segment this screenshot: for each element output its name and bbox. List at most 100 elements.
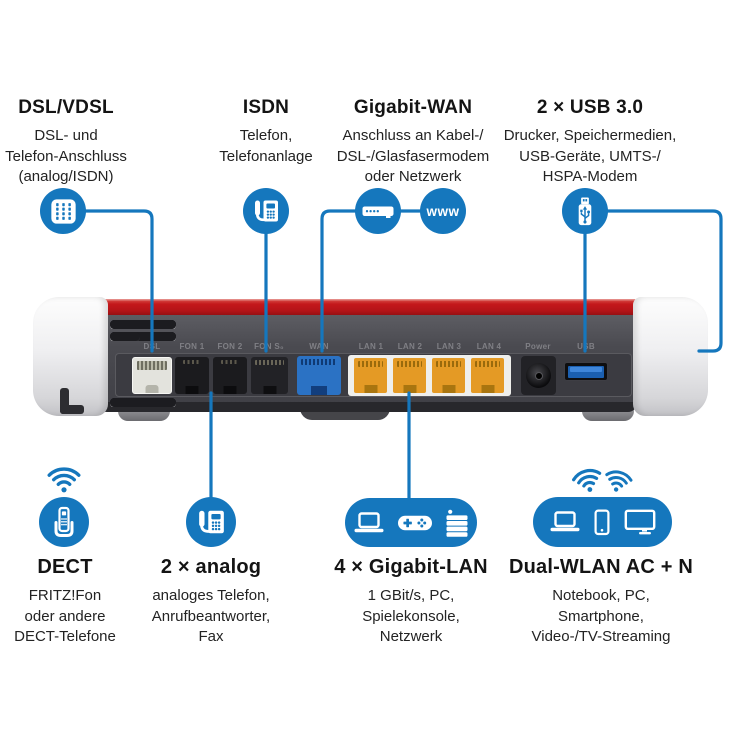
server-icon [446, 509, 468, 537]
modem-circle [355, 188, 401, 234]
laptop-icon [354, 511, 384, 532]
port-label-dsl: DSL [143, 341, 161, 351]
tae-socket-icon [50, 198, 76, 224]
port-label-fon2: FON 2 [217, 341, 243, 351]
desc-line: Fax [198, 628, 224, 645]
desc-line: Telefon-Anschluss [5, 147, 127, 165]
power-hole [534, 371, 543, 380]
section-usb: 2 × USB 3.0 Drucker, Speichermedien, USB… [495, 97, 685, 188]
usb-port-inner [568, 365, 604, 378]
section-description: Drucker, Speichermedien, USB-Geräte, UMT… [495, 126, 685, 188]
section-title: ISDN [242, 97, 290, 118]
section-isdn: ISDN Telefon, Telefonanlage [186, 97, 346, 167]
www-badge: www [426, 203, 460, 219]
desc-line: oder Netzwerk [364, 168, 462, 185]
dual-wifi-waves-icon [572, 468, 633, 492]
usb-port-tongue [570, 367, 602, 372]
desc-line: FRITZ!Fon [28, 587, 102, 604]
desc-line: DSL-/Glasfasermodem [336, 147, 490, 165]
dsl-port [132, 357, 172, 394]
port-label-power: Power [525, 341, 551, 351]
desc-line: HSPA-Modem [542, 168, 638, 185]
desc-line: Telefonanlage [219, 147, 313, 165]
port-label-usb: USB [577, 341, 595, 351]
section-description: FRITZ!Fon oder andere DECT-Telefone [0, 586, 130, 648]
router-red-top [93, 299, 642, 316]
dect-circle [39, 497, 89, 547]
desc-line: Drucker, Speichermedien, [503, 127, 677, 144]
wifi-waves-icon [47, 467, 81, 493]
desc-line: Notebook, PC, [552, 587, 650, 604]
lan-ports [348, 355, 511, 396]
section-dual-wlan: Dual-WLAN AC + N Notebook, PC, Smartphon… [506, 556, 696, 648]
usb-port [564, 362, 608, 381]
desc-line: oder andere [24, 607, 106, 625]
desc-line: DSL- und [34, 127, 98, 144]
isdn-circle [243, 188, 289, 234]
port-label-fons0: FON S₀ [254, 341, 284, 351]
laptop-icon [550, 511, 579, 532]
router-right-cap [633, 297, 708, 416]
section-description: 1 GBit/s, PC, Spielekonsole, Netzwerk [326, 586, 496, 648]
smartphone-icon [593, 509, 610, 535]
usb-circle [562, 188, 608, 234]
fon2-port [213, 357, 247, 394]
fon1-port [175, 357, 209, 394]
section-title: 2 × analog [160, 556, 262, 578]
desc-line: Smartphone, [558, 607, 644, 625]
desc-line: 1 GBit/s, PC, [367, 587, 455, 604]
wlan-devices-pill [533, 497, 672, 547]
section-title: Gigabit-WAN [353, 97, 473, 118]
gamepad-icon [398, 515, 432, 530]
port-label-lan4: LAN 4 [476, 341, 502, 351]
section-title: Dual-WLAN AC + N [508, 556, 694, 578]
section-description: Notebook, PC, Smartphone, Video-/TV-Stre… [506, 586, 696, 648]
vent-row [110, 398, 638, 407]
port-label-wan: WAN [309, 341, 329, 351]
usb-stick-icon [578, 196, 592, 225]
port-label-lan2: LAN 2 [397, 341, 423, 351]
wan-port [297, 356, 341, 395]
modem-icon [362, 206, 394, 218]
power-jack [521, 356, 556, 395]
vent-slot [110, 398, 176, 407]
section-title: 2 × USB 3.0 [536, 97, 644, 118]
desc-line: Video-/TV-Streaming [531, 628, 671, 645]
desc-line: USB-Geräte, UMTS-/ [519, 147, 661, 165]
vent-slot [110, 320, 176, 329]
desc-line: (analog/ISDN) [18, 168, 114, 185]
desc-line: analoges Telefon, [152, 587, 270, 604]
section-title: DSL/VDSL [18, 97, 114, 118]
lan-devices-pill [345, 498, 477, 547]
section-gigabit-wan: Gigabit-WAN Anschluss an Kabel-/ DSL-/Gl… [318, 97, 508, 188]
section-description: Telefon, Telefonanlage [186, 126, 346, 167]
port-label-lan3: LAN 3 [436, 341, 462, 351]
section-description: Anschluss an Kabel-/ DSL-/Glasfasermodem… [318, 126, 508, 188]
lan4-jack [471, 358, 504, 393]
vent-slot [110, 332, 140, 341]
section-dsl-vdsl: DSL/VDSL DSL- und Telefon-Anschluss (ana… [0, 97, 132, 188]
fon-s0-port [251, 357, 288, 394]
desk-phone-icon [254, 200, 278, 222]
section-gigabit-lan: 4 × Gigabit-LAN 1 GBit/s, PC, Spielekons… [326, 556, 496, 648]
section-title: 4 × Gigabit-LAN [334, 556, 488, 578]
cable-notch [60, 405, 84, 414]
cable-notch [60, 388, 69, 414]
desc-line: Anrufbeantworter, [151, 607, 271, 625]
port-label-fon1: FON 1 [179, 341, 205, 351]
desc-line: DECT-Telefone [14, 628, 116, 645]
analog-circle [186, 497, 236, 547]
desc-line: Telefon, [239, 127, 293, 144]
vent-row [110, 320, 638, 329]
lan3-jack [432, 358, 465, 393]
router-bottom-edge [98, 402, 637, 412]
section-dect: DECT FRITZ!Fon oder andere DECT-Telefone [0, 556, 130, 648]
port-label-lan1: LAN 1 [358, 341, 384, 351]
section-analog: 2 × analog analoges Telefon, Anrufbeantw… [136, 556, 286, 648]
section-description: DSL- und Telefon-Anschluss (analog/ISDN) [0, 126, 132, 188]
www-circle: www [420, 188, 466, 234]
section-description: analoges Telefon, Anrufbeantworter, Fax [136, 586, 286, 648]
vent-row [110, 332, 638, 341]
section-title: DECT [37, 556, 93, 578]
